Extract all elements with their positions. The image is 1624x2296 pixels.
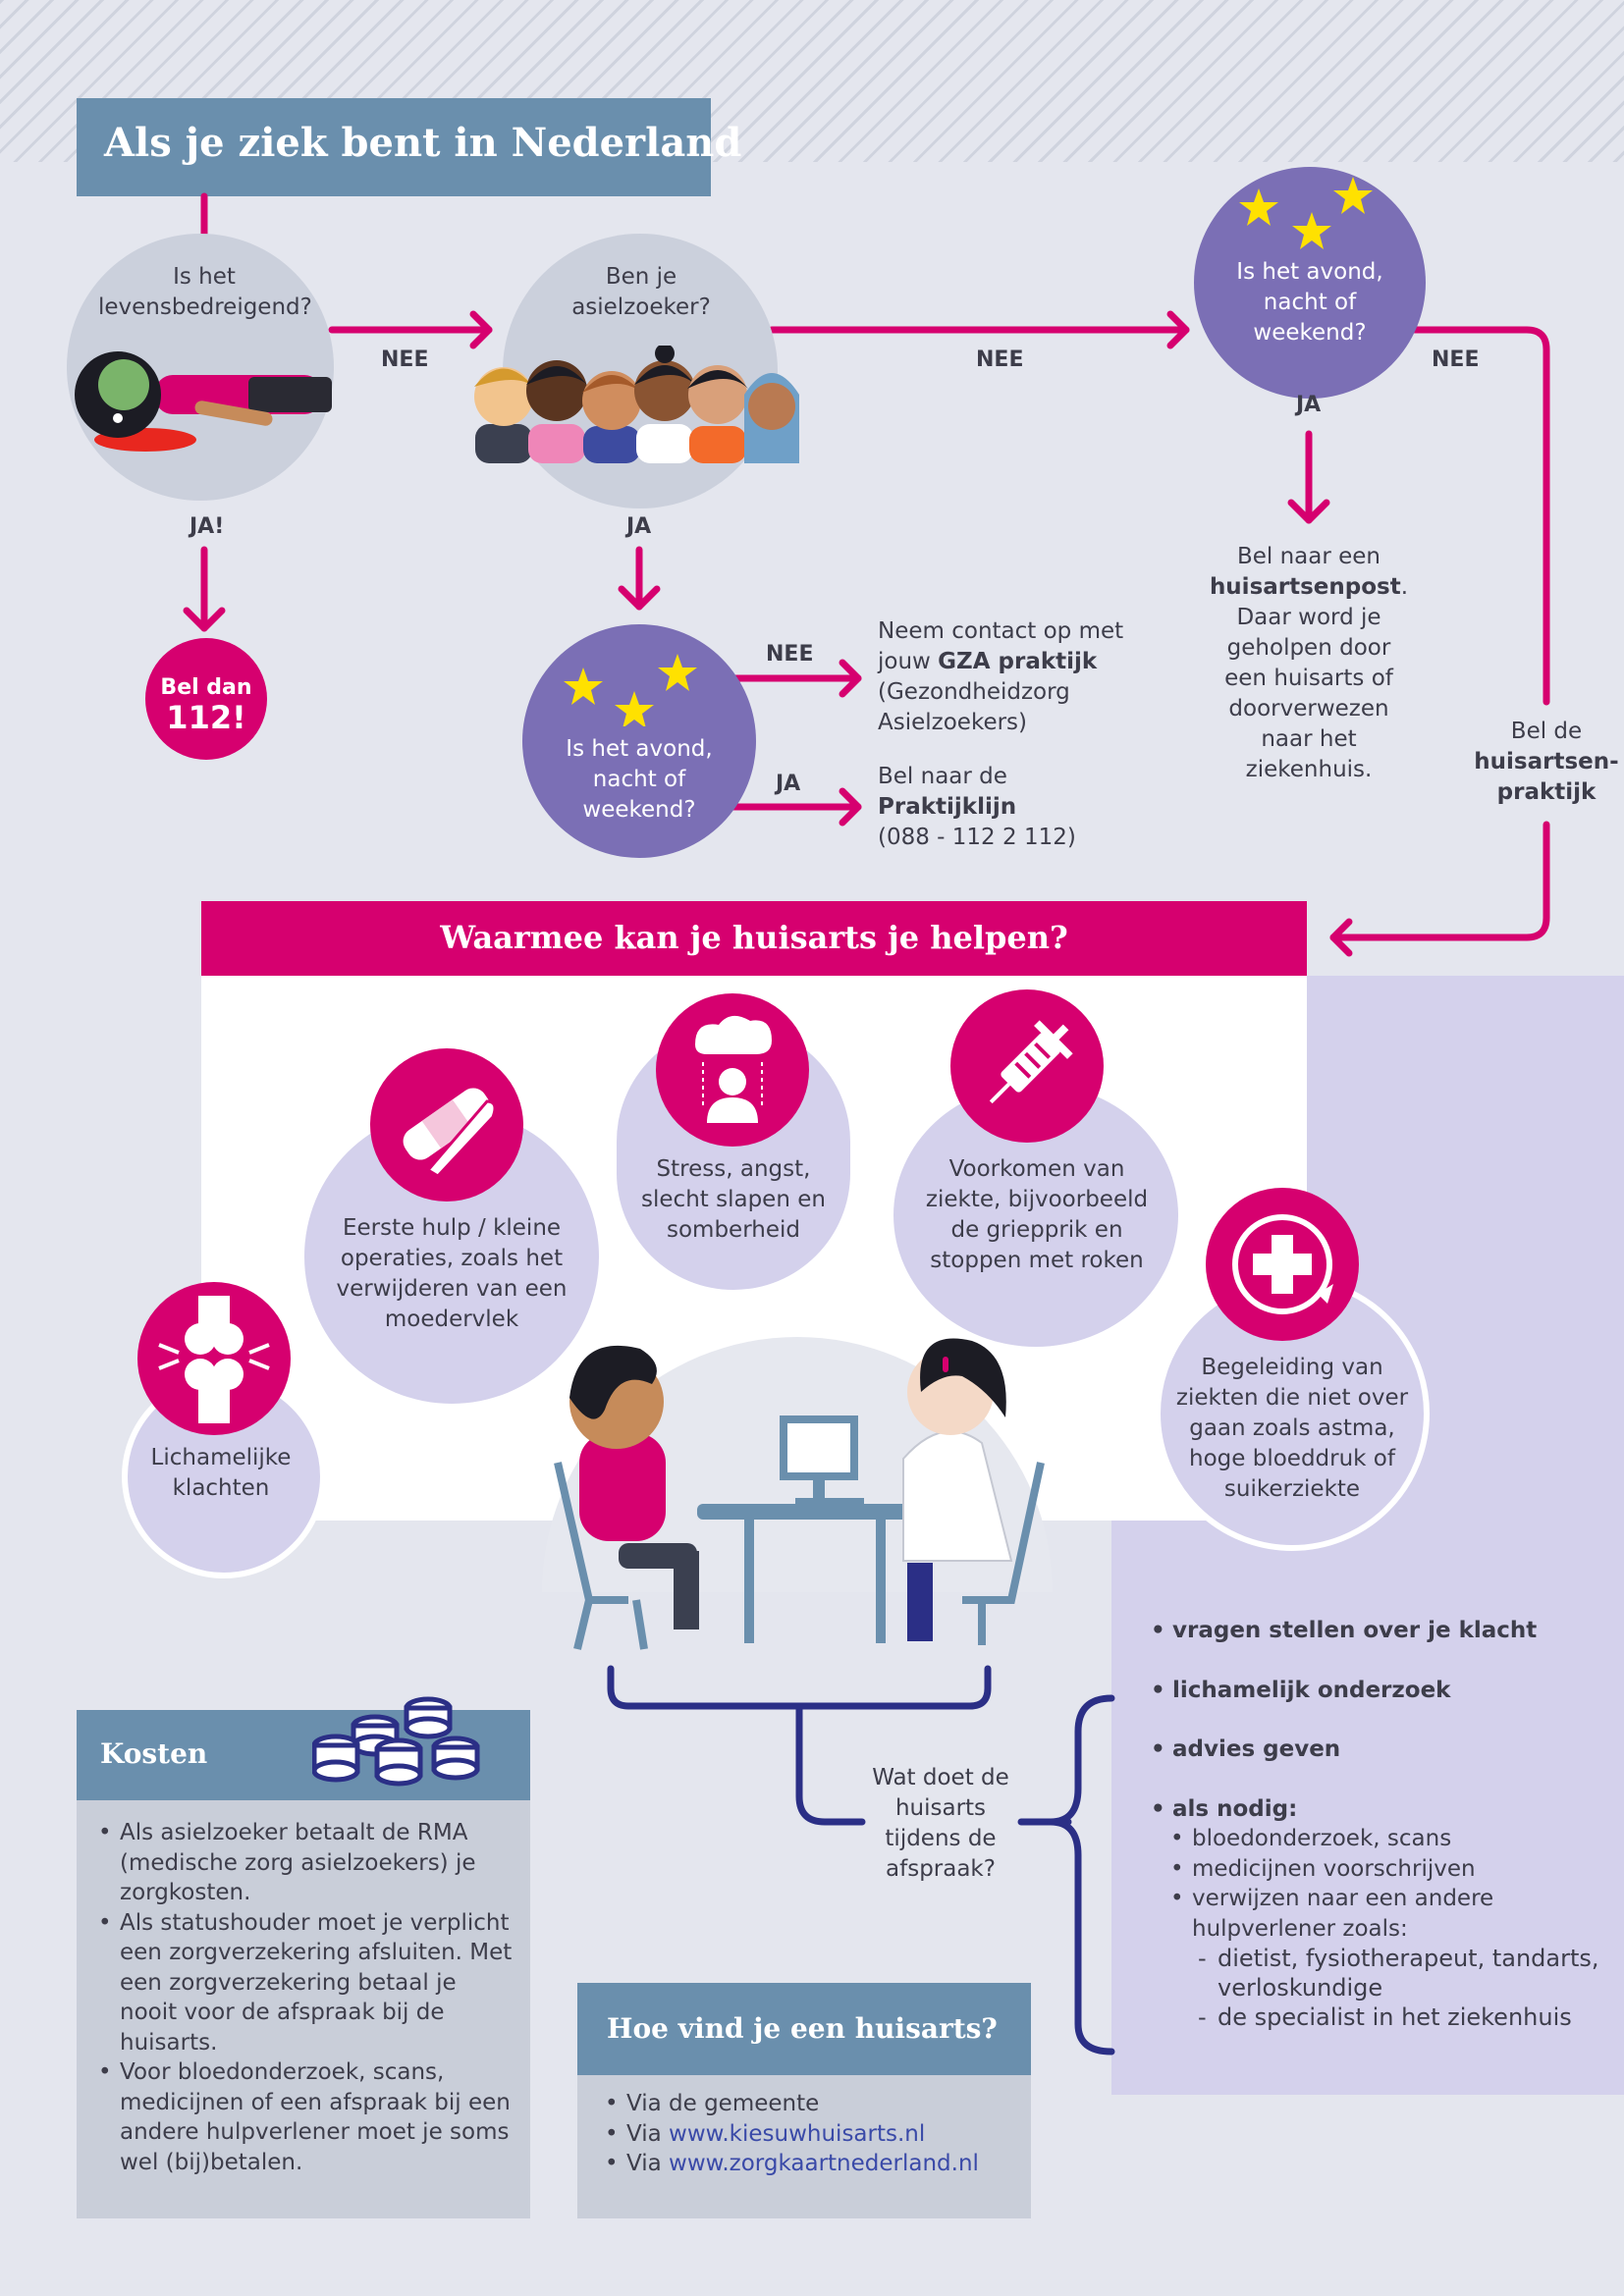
asylum-question-text: Ben je asielzoeker? bbox=[571, 264, 711, 320]
find-list-wrap: Via de gemeente Via www.kiesuwhuisarts.n… bbox=[601, 2089, 1023, 2179]
label-nee-1: NEE bbox=[381, 347, 429, 372]
gza-post: (Gezondheidzorg Asielzoekers) bbox=[878, 679, 1070, 735]
sub-sub-list: -dietist, fysiotherapeut, tandarts, verl… bbox=[1147, 1944, 1608, 2032]
post-post: . Daar word je geholpen door een huisart… bbox=[1224, 574, 1409, 782]
sub-sub-item: -dietist, fysiotherapeut, tandarts, verl… bbox=[1198, 1945, 1599, 2002]
syringe-icon bbox=[989, 1020, 1073, 1104]
cost-item: Als asielzoeker betaalt de RMA (medische… bbox=[94, 1818, 516, 1908]
cost-item: Voor bloedonderzoek, scans, medicijnen o… bbox=[94, 2057, 516, 2177]
sub-action-item: verwijzen naar een andere hulpverlener z… bbox=[1166, 1884, 1608, 1944]
label-nee-gza: NEE bbox=[766, 642, 814, 667]
sub-sub-item: -de specialist in het ziekenhuis bbox=[1198, 2003, 1572, 2031]
call-112-badge bbox=[145, 638, 267, 760]
stars-icon bbox=[1239, 177, 1373, 249]
line-right-down bbox=[1410, 326, 1550, 706]
evening-question-circle-lower bbox=[522, 624, 756, 858]
label-nee-3: NEE bbox=[1432, 347, 1480, 372]
sub-action-item: bloedonderzoek, scans bbox=[1166, 1824, 1608, 1854]
sub-action-item: medicijnen voorschrijven bbox=[1166, 1854, 1608, 1885]
help-item-stress: Stress, angst, slecht slapen en somberhe… bbox=[641, 1156, 826, 1243]
life-question-text: Is het levensbedreigend? bbox=[98, 264, 312, 320]
action-item: als nodig: bbox=[1147, 1794, 1608, 1825]
help-item-chronic: Begeleiding van ziekten die niet over ga… bbox=[1175, 1355, 1409, 1502]
rain-cloud-person-icon bbox=[695, 1015, 772, 1123]
find-header bbox=[577, 1983, 1031, 2075]
evening-question-text-lower: Is het avond, nacht of weekend? bbox=[566, 736, 713, 823]
help-title-band bbox=[201, 901, 1307, 976]
action-item: advies geven bbox=[1147, 1735, 1608, 1765]
praktijk2-bold: huisartsen-praktijk bbox=[1474, 749, 1619, 805]
label-ja-right: JA bbox=[1296, 393, 1322, 417]
cross-refresh-icon bbox=[1232, 1214, 1333, 1314]
action-item: vragen stellen over je klacht bbox=[1147, 1616, 1608, 1646]
evening-question-circle-right bbox=[1194, 167, 1426, 399]
find-title: Hoe vind je een huisarts? bbox=[607, 2012, 998, 2045]
help-item-first-aid: Eerste hulp / kleine operaties, zoals he… bbox=[336, 1215, 568, 1332]
call-112-line2: 112! bbox=[166, 699, 246, 736]
title-box bbox=[77, 98, 711, 196]
label-ja-excl: JA! bbox=[189, 514, 225, 539]
page-title: Als je ziek bent in Nederland bbox=[104, 120, 742, 166]
praktijklijn-instruction: Bel naar de Praktijklijn (088 - 112 2 112… bbox=[878, 762, 1113, 853]
praktijklijn-bold: Praktijklijn bbox=[878, 794, 1017, 820]
flow-connectors bbox=[183, 192, 1550, 957]
gza-instruction: Neem contact op met jouw GZA praktijk (G… bbox=[878, 616, 1172, 738]
evening-question-text-right: Is het avond, nacht of weekend? bbox=[1236, 259, 1383, 346]
praktijk2-pre: Bel de bbox=[1510, 719, 1583, 744]
huisartsenpost-instruction: Bel naar een huisartsenpost. Daar word j… bbox=[1206, 542, 1412, 785]
kiesuwhuisarts-link[interactable]: www.kiesuwhuisarts.nl bbox=[669, 2120, 926, 2147]
action-item: lichamelijk onderzoek bbox=[1147, 1676, 1608, 1706]
call-112-line1: Bel dan bbox=[160, 675, 252, 700]
find-item-link2: Via www.zorgkaartnederland.nl bbox=[601, 2149, 1023, 2179]
costs-list-wrap: Als asielzoeker betaalt de RMA (medische… bbox=[94, 1818, 516, 2177]
help-title: Waarmee kan je huisarts je helpen? bbox=[440, 919, 1068, 956]
post-bold: huisartsenpost bbox=[1209, 574, 1401, 600]
cost-item: Als statushouder moet je verplicht een z… bbox=[94, 1908, 516, 2058]
bandage-scalpel-icon bbox=[403, 1088, 497, 1178]
find-item-link1: Via www.kiesuwhuisarts.nl bbox=[601, 2119, 1023, 2150]
help-item-prevention: Voorkomen van ziekte, bijvoorbeeld de gr… bbox=[925, 1156, 1149, 1273]
knee-joint-icon bbox=[158, 1296, 270, 1423]
injured-person-illustration bbox=[75, 351, 332, 452]
praktijklijn-phone: (088 - 112 2 112) bbox=[878, 825, 1076, 850]
label-ja-praktijklijn: JA bbox=[776, 772, 801, 796]
arrow-to-help bbox=[1329, 821, 1550, 941]
appointment-question: Wat doet de huisarts tijdens de afspraak… bbox=[872, 1765, 1009, 1882]
help-item-physical: Lichamelijke klachten bbox=[150, 1445, 292, 1501]
stars-icon-lower bbox=[564, 654, 697, 726]
huisartsenpraktijk-instruction: Bel de huisartsen-praktijk bbox=[1453, 717, 1624, 808]
costs-title: Kosten bbox=[100, 1737, 208, 1770]
group-of-people-illustration bbox=[474, 346, 799, 463]
gza-pre: Neem contact op met jouw bbox=[878, 618, 1124, 674]
appointment-actions: vragen stellen over je klacht lichamelij… bbox=[1147, 1616, 1608, 2032]
label-ja-asylum: JA bbox=[626, 514, 652, 539]
praktijklijn-pre: Bel naar de bbox=[878, 764, 1007, 789]
doctor-visit-illustration bbox=[554, 1338, 1045, 1650]
find-item-gemeente: Via de gemeente bbox=[601, 2089, 1023, 2119]
coins-icon bbox=[312, 1696, 480, 1787]
zorgkaartnederland-link[interactable]: www.zorgkaartnederland.nl bbox=[669, 2151, 979, 2176]
gza-bold: GZA praktijk bbox=[938, 649, 1098, 674]
label-nee-2: NEE bbox=[976, 347, 1024, 372]
appointment-connectors bbox=[607, 1665, 1115, 2056]
post-pre: Bel naar een bbox=[1236, 544, 1381, 569]
